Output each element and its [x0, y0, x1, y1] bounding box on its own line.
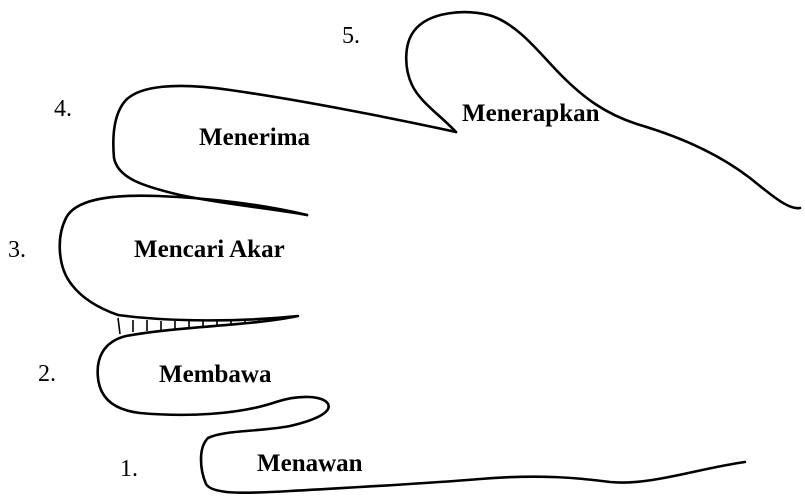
step-1-label: Menawan: [257, 451, 363, 476]
step-2-label: Membawa: [159, 362, 271, 387]
step-2-number: 2.: [38, 362, 56, 386]
step-4-number: 4.: [54, 97, 72, 121]
step-3-number: 3.: [8, 238, 26, 262]
step-5-number: 5.: [342, 24, 360, 48]
step-3-label: Mencari Akar: [134, 237, 285, 262]
step-1-number: 1.: [120, 457, 138, 481]
step-5-label: Menerapkan: [462, 101, 600, 126]
step-4-label: Menerima: [199, 125, 310, 150]
